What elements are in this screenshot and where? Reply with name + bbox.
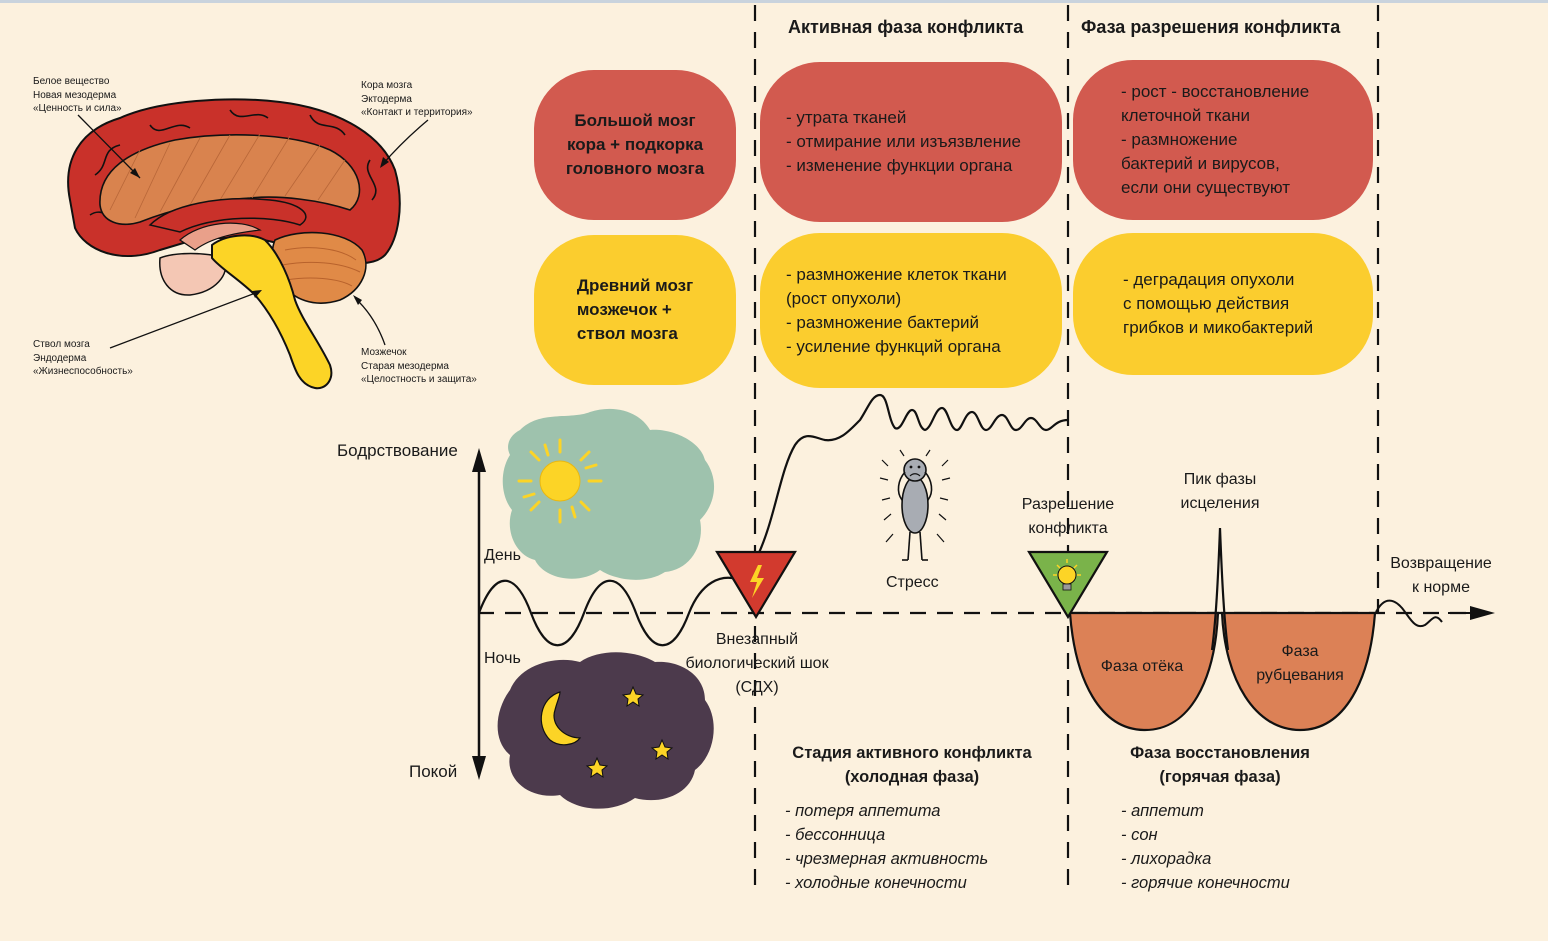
axis-top-label: Бодрствование (337, 441, 458, 460)
active-phase-heading: Активная фаза конфликта (788, 17, 1024, 37)
brain-illustration (67, 98, 401, 390)
resolution-lightbulb-icon (1027, 550, 1109, 620)
edema-bowl (1068, 611, 1220, 732)
recovery-stage-symptoms: - аппетит- сон- лихорадка- горячие конеч… (1121, 802, 1290, 892)
star-icons (585, 685, 674, 779)
phase-graph (472, 393, 1495, 780)
sun-icon (517, 438, 603, 524)
day-label: День (484, 547, 521, 564)
recovery-stage-title: Фаза восстановления(горячая фаза) (1130, 744, 1310, 786)
brain-leader-lines (77, 114, 429, 349)
stress-curve (756, 393, 1069, 558)
night-label: Ночь (484, 650, 521, 667)
healing-peak-spike (1210, 527, 1230, 651)
axis-bottom-label: Покой (409, 762, 458, 781)
old-brain-active-pill: - размножение клеток ткани(рост опухоли)… (760, 233, 1062, 388)
stressed-figure-icon (879, 449, 951, 561)
big-brain-active-pill: - утрата тканей- отмирание или изъязвлен… (760, 62, 1062, 222)
baseline-arrowhead (1470, 606, 1495, 620)
normal-rhythm-wave (477, 576, 746, 647)
moon-icon (540, 691, 582, 746)
shock-lightning-icon (715, 550, 797, 620)
stress-label: Стресс (886, 574, 939, 591)
scarring-bowl (1220, 611, 1377, 732)
edema-phase-label: Фаза отёка (1100, 658, 1184, 675)
return-wave (1375, 599, 1443, 628)
active-stage-symptoms: - потеря аппетита- бессонница- чрезмерна… (785, 802, 989, 892)
active-stage-title: Стадия активного конфликта(холодная фаза… (792, 744, 1032, 786)
window-top-border (0, 0, 1548, 3)
sky-blobs (497, 408, 715, 809)
resolution-phase-heading: Фаза разрешения конфликта (1081, 17, 1341, 37)
